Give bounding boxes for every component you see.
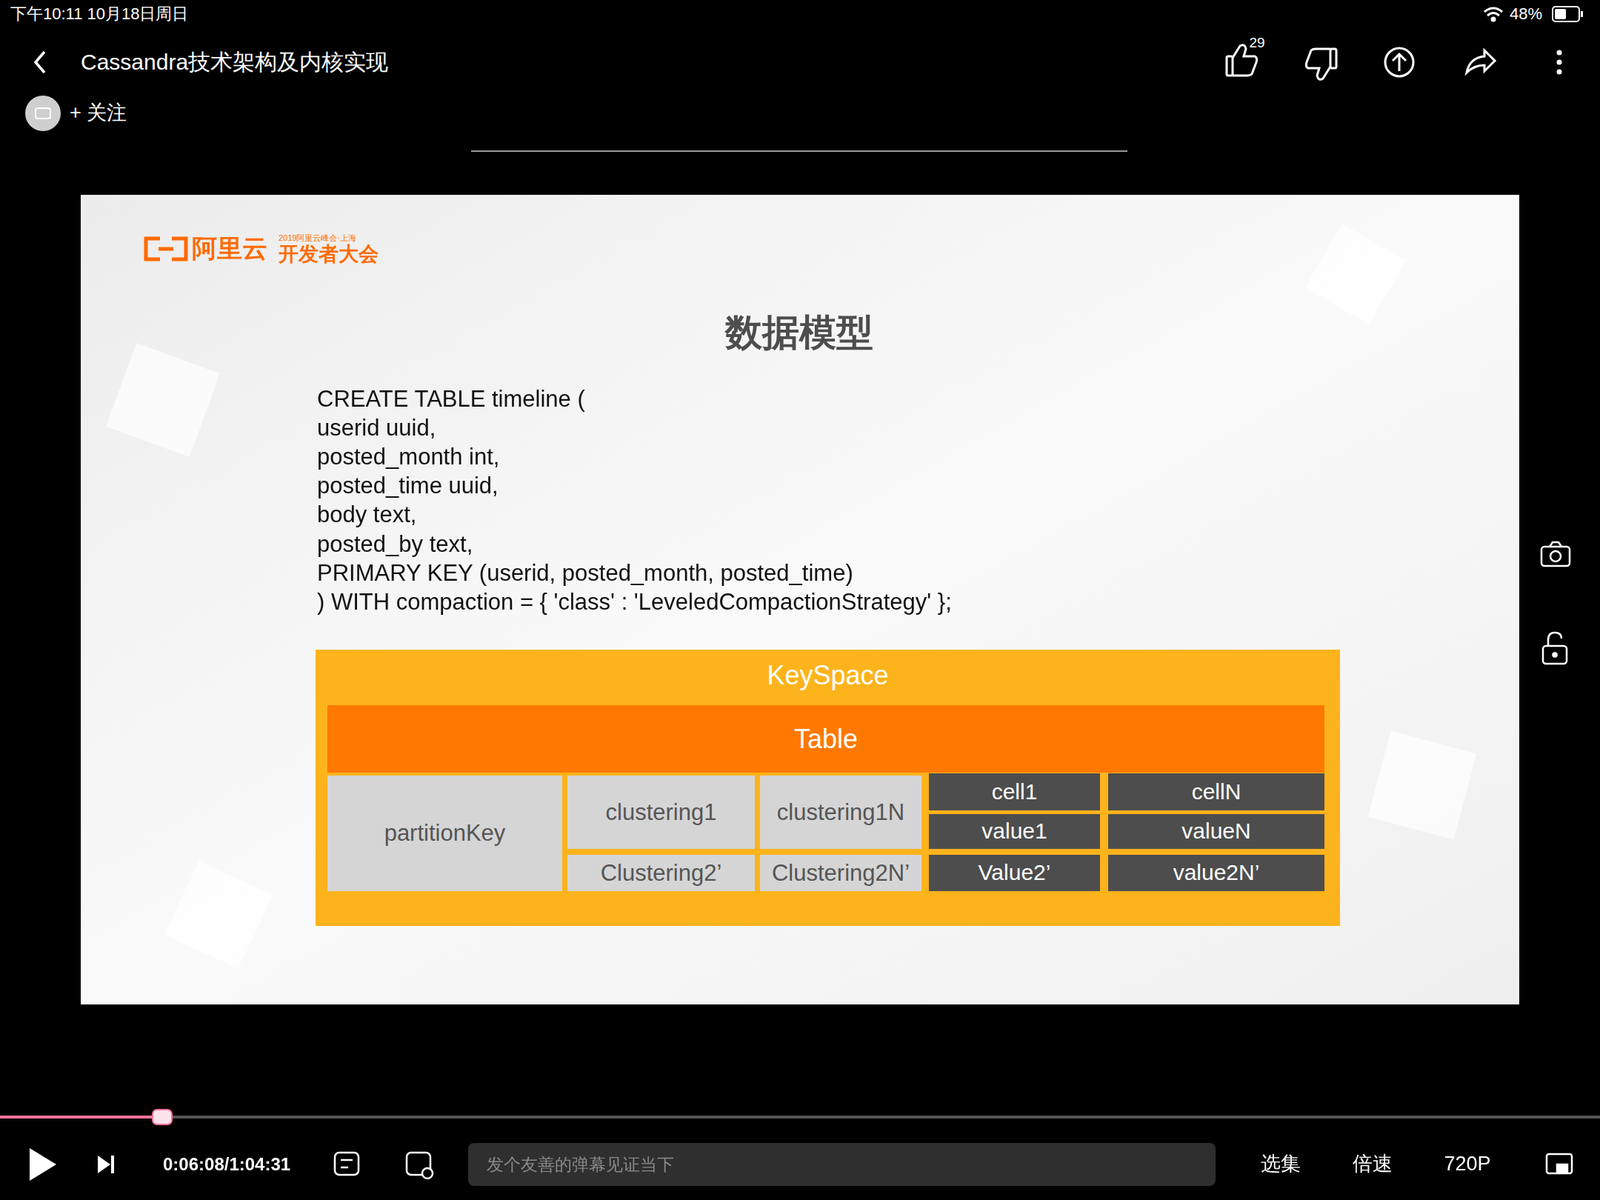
code-line: CREATE TABLE timeline (: [317, 385, 586, 413]
cell-name: cell1: [928, 773, 1100, 811]
node-label: Value2’: [978, 860, 1052, 886]
cell-value: value2N’: [1108, 854, 1325, 892]
keyspace-band: KeySpaceTable partitionKey clustering1 clus…: [315, 649, 1340, 926]
code-line: userid uuid,: [317, 414, 436, 442]
cell-value: valueN: [1108, 814, 1325, 849]
ui-text: 0:06:08/1:04:31: [162, 1154, 291, 1175]
play-button: [29, 1148, 57, 1181]
node-label: clustering1N: [777, 799, 905, 826]
clustering-cell: Clustering2N’: [760, 854, 922, 892]
screenshot-icon: [1541, 542, 1570, 566]
avatar-face: [35, 108, 51, 119]
ui-text: 开发者大会: [278, 242, 379, 266]
back-arrow: [35, 51, 45, 73]
ui-text: 下午10:11 10月18日周日: [10, 4, 189, 23]
ui-text: 倍速: [1352, 1152, 1393, 1176]
table-band: Table: [327, 705, 1325, 773]
lock-icon: [1542, 632, 1567, 664]
node-label: partitionKey: [384, 820, 506, 847]
code-line: PRIMARY KEY (userid, posted_month, poste…: [317, 560, 854, 587]
ui-text: 阿里云: [191, 234, 268, 263]
node-label: value1: [981, 818, 1047, 845]
node-label: value2N’: [1173, 860, 1260, 886]
clustering-cell: Clustering2’: [567, 854, 755, 892]
clustering-cell: clustering1: [567, 775, 755, 849]
node-label: valueN: [1181, 818, 1251, 845]
code-line: ) WITH compaction = { 'class' : 'Leveled…: [317, 588, 952, 616]
more-icon: [1557, 50, 1563, 75]
code-line: posted_month int,: [317, 443, 500, 471]
node-label: cell1: [991, 779, 1038, 806]
node-label: Clustering2N’: [771, 860, 910, 887]
battery-icon: [1552, 6, 1583, 22]
slide-title: 数据模型: [725, 311, 874, 355]
ui-text: Cassandra技术架构及内核实现: [80, 49, 389, 76]
dislike-icon: [1305, 48, 1337, 80]
partition-key-cell: partitionKey: [327, 775, 563, 892]
cell-value: Value2’: [928, 854, 1100, 892]
next-button: [97, 1155, 115, 1174]
coin-icon: [1385, 48, 1414, 77]
ui-text: 48%: [1509, 4, 1543, 23]
share-icon: [1466, 50, 1495, 73]
wifi-icon: [1484, 8, 1503, 21]
progress-knob: [152, 1109, 172, 1125]
logo-mark: [145, 238, 186, 260]
fullscreen-icon: [1546, 1154, 1572, 1174]
node-label: Clustering2’: [600, 860, 723, 887]
slide-background: [80, 194, 1520, 1005]
divider-line: [471, 150, 1128, 152]
code-line: posted_by text,: [317, 531, 473, 558]
ui-text: 发个友善的弹幕见证当下: [486, 1154, 675, 1175]
node-label: KeySpace: [766, 649, 889, 702]
code-line: posted_time uuid,: [317, 472, 499, 500]
code-line: body text,: [317, 502, 417, 529]
slide-decor: [105, 223, 1477, 969]
cell-value: value1: [928, 814, 1100, 849]
progress-played: [0, 1115, 156, 1119]
cell-name: cellN: [1108, 773, 1325, 811]
danmaku-input: [468, 1142, 1216, 1186]
ui-text: 2019阿里云峰会·上海: [278, 233, 357, 243]
ui-text: 720P: [1443, 1152, 1491, 1176]
ui-text: 29: [1248, 34, 1265, 52]
progress-track: [0, 1115, 1600, 1119]
ui-text: 选集: [1260, 1152, 1301, 1176]
ui-text: + 关注: [69, 101, 127, 125]
danmaku-settings-icon: [406, 1152, 433, 1179]
danmaku-toggle-icon: [334, 1152, 359, 1175]
clustering-cell: clustering1N: [760, 775, 922, 849]
avatar: [25, 95, 61, 132]
node-label: clustering1: [605, 799, 718, 826]
node-label: Table: [794, 723, 858, 755]
node-label: cellN: [1191, 779, 1242, 806]
